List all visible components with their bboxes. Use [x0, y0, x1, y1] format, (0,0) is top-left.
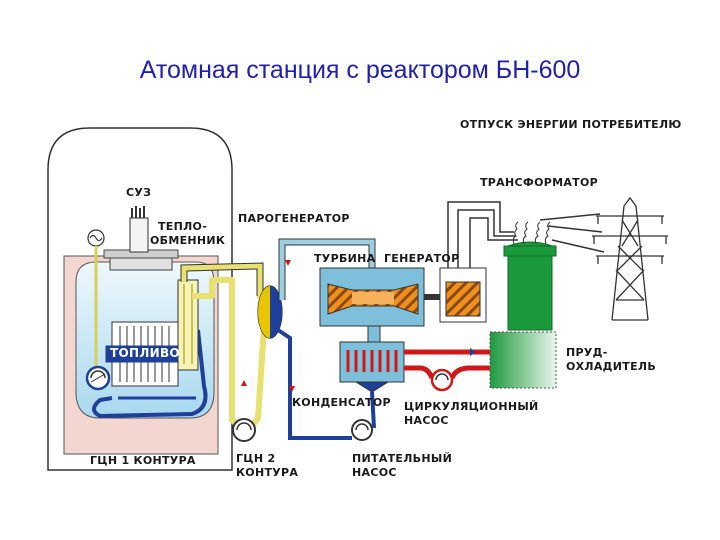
secondary-loop	[181, 263, 267, 435]
flow-arrow-icon	[470, 348, 476, 356]
pond-label-1: ПРУД-	[566, 346, 608, 359]
heat-exchanger-label-1: ТЕПЛО-	[158, 220, 208, 233]
circ-pump-label-1: ЦИРКУЛЯЦИОННЫЙ	[404, 400, 539, 413]
transmission-tower-icon	[592, 196, 668, 321]
pump-icon	[232, 418, 256, 442]
suz-label: СУЗ	[126, 186, 152, 199]
circ-pump-label-2: НАСОС	[404, 414, 449, 427]
fuel-label: ТОПЛИВО	[110, 346, 180, 360]
pump-loop2-label-1: ГЦН 2	[236, 452, 276, 465]
steam-line	[279, 239, 375, 300]
primary-loop	[92, 329, 208, 419]
energy-out-label: ОТПУСК ЭНЕРГИИ ПОТРЕБИТЕЛЮ	[460, 118, 682, 131]
pump-loop1-label: ГЦН 1 КОНТУРА	[90, 454, 196, 467]
flow-arrow-icon	[289, 386, 295, 392]
flow-arrow-icon	[241, 380, 247, 386]
control-rods-icon	[129, 206, 149, 253]
generator-label: ГЕНЕРАТОР	[384, 252, 460, 265]
flow-arrow-icon	[285, 260, 291, 266]
page-title: Атомная станция с реактором БН-600	[139, 56, 581, 84]
pump-icon	[85, 365, 111, 391]
pond-label-2: ОХЛАДИТЕЛЬ	[566, 360, 657, 373]
pump-icon	[351, 419, 373, 441]
condenser-label: КОНДЕНСАТОР	[292, 396, 391, 409]
transformer-label: ТРАНСФОРМАТОР	[480, 176, 598, 189]
heat-exchanger-label-2: ОБМЕННИК	[150, 234, 226, 247]
pump-icon	[430, 368, 454, 392]
turbine-label: ТУРБИНА	[314, 252, 376, 265]
power-lines	[447, 201, 518, 268]
cooling-pond	[489, 331, 557, 389]
steam-generator-label: ПАРОГЕНЕРАТОР	[238, 212, 350, 225]
ac-source-icon	[87, 229, 105, 366]
steam-generator	[257, 285, 283, 339]
feed-pump-label-1: ПИТАТЕЛЬНЫЙ	[352, 452, 453, 465]
transformer	[503, 221, 557, 331]
pump-loop2-label-2: КОНТУРА	[236, 466, 299, 479]
feed-pump-label-2: НАСОС	[352, 466, 397, 479]
